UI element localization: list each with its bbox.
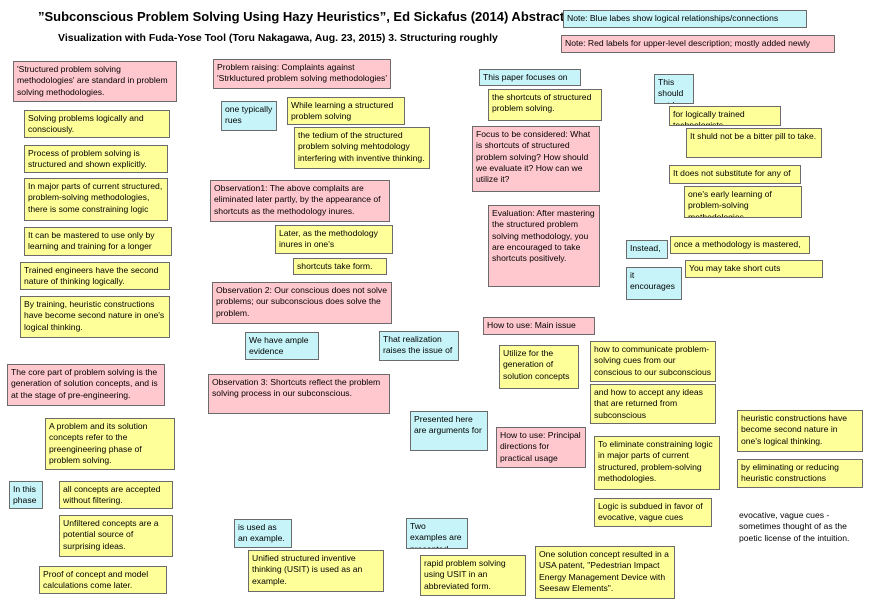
card-evaluation[interactable]: Evaluation: After mastering the structur… bbox=[488, 205, 600, 287]
card-eliminate-constraining[interactable]: To eliminate constraining logic in major… bbox=[594, 436, 720, 490]
card-preengineering-phase[interactable]: A problem and its solution concepts refe… bbox=[45, 418, 175, 470]
label-two-examples[interactable]: Two examples are presented bbox=[406, 518, 468, 549]
label-should-not-be[interactable]: This should not be bbox=[654, 74, 694, 104]
card-mastered-by-training[interactable]: It can be mastered to use only by learni… bbox=[24, 227, 172, 256]
page-title: ”Subconscious Problem Solving Using Hazy… bbox=[38, 9, 565, 24]
card-generation-of-solution[interactable]: Utilize for the generation of solution c… bbox=[499, 345, 579, 389]
card-shortcuts-of-structured[interactable]: the shortcuts of structured problem solv… bbox=[488, 89, 602, 121]
card-logic-subdued[interactable]: Logic is subdued in favor of evocative, … bbox=[594, 498, 712, 527]
note-red-labels[interactable]: Note: Red labels for upper-level descrip… bbox=[561, 35, 835, 53]
card-second-nature-logic[interactable]: Trained engineers have the second nature… bbox=[20, 262, 170, 290]
card-second-nature-heuristics[interactable]: heuristic constructions have become seco… bbox=[737, 410, 863, 452]
card-accepted-without-filtering[interactable]: all concepts are accepted without filter… bbox=[59, 481, 173, 509]
label-one-typically-rues[interactable]: one typically rues bbox=[221, 101, 277, 131]
label-ample-evidence[interactable]: We have ample evidence bbox=[245, 332, 319, 360]
card-how-to-use-main-issue[interactable]: How to use: Main issue bbox=[483, 317, 595, 335]
card-observation-3[interactable]: Observation 3: Shortcuts reflect the pro… bbox=[208, 374, 390, 414]
card-accept-ideas[interactable]: and how to accept any ideas that are ret… bbox=[590, 384, 716, 424]
card-shortcuts-take-form[interactable]: shortcuts take form. bbox=[293, 258, 387, 275]
card-usa-patent[interactable]: One solution concept resulted in a USA p… bbox=[535, 546, 675, 599]
card-unfiltered-concepts[interactable]: Unfiltered concepts are a potential sour… bbox=[59, 515, 173, 557]
text-evocative-vague-cues: evocative, vague cues - sometimes though… bbox=[739, 510, 850, 543]
card-problem-raising[interactable]: Problem raising: Complaints against 'Str… bbox=[213, 59, 391, 89]
card-principal-directions[interactable]: How to use: Principal directions for pra… bbox=[496, 427, 586, 468]
card-solving-logically[interactable]: Solving problems logically and conscious… bbox=[24, 110, 170, 138]
label-used-as-example[interactable]: is used as an example. bbox=[234, 519, 292, 548]
card-not-substitute[interactable]: It does not substitute for any of bbox=[669, 165, 801, 184]
label-paper-focuses-on[interactable]: This paper focuses on bbox=[479, 69, 581, 86]
card-take-short-cuts[interactable]: You may take short cuts bbox=[685, 260, 823, 278]
card-tedium[interactable]: the tedium of the structured problem sol… bbox=[294, 127, 430, 169]
card-early-learning[interactable]: one's early learning of problem-solving … bbox=[684, 186, 802, 218]
label-instead[interactable]: Instead, bbox=[626, 240, 668, 259]
card-proof-of-concept[interactable]: Proof of concept and model calculations … bbox=[39, 566, 167, 594]
card-bitter-pill[interactable]: It shuld not be a bitter pill to take. bbox=[686, 128, 822, 158]
card-later-methodology-inures[interactable]: Later, as the methodology inures in one'… bbox=[275, 225, 393, 254]
card-process-structured[interactable]: Process of problem solving is structured… bbox=[24, 145, 168, 173]
card-observation-1[interactable]: Observation1: The above complaits are el… bbox=[210, 180, 390, 222]
card-while-learning[interactable]: While learning a structured problem solv… bbox=[287, 97, 405, 125]
card-focus-to-be-considered[interactable]: Focus to be considered: What is shortcut… bbox=[472, 126, 600, 192]
card-core-part[interactable]: The core part of problem solving is the … bbox=[7, 364, 165, 406]
card-heuristic-constructions[interactable]: By training, heuristic constructions hav… bbox=[20, 296, 170, 338]
label-realization-raises[interactable]: That realization raises the issue of bbox=[379, 331, 459, 361]
card-eliminating-heuristics[interactable]: by eliminating or reducing heuristic con… bbox=[737, 459, 863, 488]
card-rapid-problem-solving[interactable]: rapid problem solving using USIT in an a… bbox=[420, 555, 526, 596]
card-standard-methodologies[interactable]: 'Structured problem solving methodologie… bbox=[13, 61, 177, 102]
card-once-mastered[interactable]: once a methodology is mastered, bbox=[670, 236, 810, 254]
page-subtitle: Visualization with Fuda-Yose Tool (Toru … bbox=[58, 32, 498, 44]
note-blue-labels[interactable]: Note: Blue labes show logical relationsh… bbox=[563, 10, 807, 28]
label-presented-arguments[interactable]: Presented here are arguments for bbox=[410, 411, 488, 451]
card-logically-trained[interactable]: for logically trained technologists bbox=[669, 106, 781, 126]
label-it-encourages[interactable]: it encourages bbox=[626, 267, 682, 300]
card-constraining-logic[interactable]: In major parts of current structured, pr… bbox=[24, 178, 168, 221]
card-communicate-cues[interactable]: how to communicate problem-solving cues … bbox=[590, 341, 716, 382]
card-observation-2[interactable]: Observation 2: Our conscious does not so… bbox=[212, 282, 392, 324]
label-in-this-phase[interactable]: In this phase bbox=[9, 481, 43, 509]
card-usit-example[interactable]: Unified structured inventive thinking (U… bbox=[248, 550, 384, 592]
